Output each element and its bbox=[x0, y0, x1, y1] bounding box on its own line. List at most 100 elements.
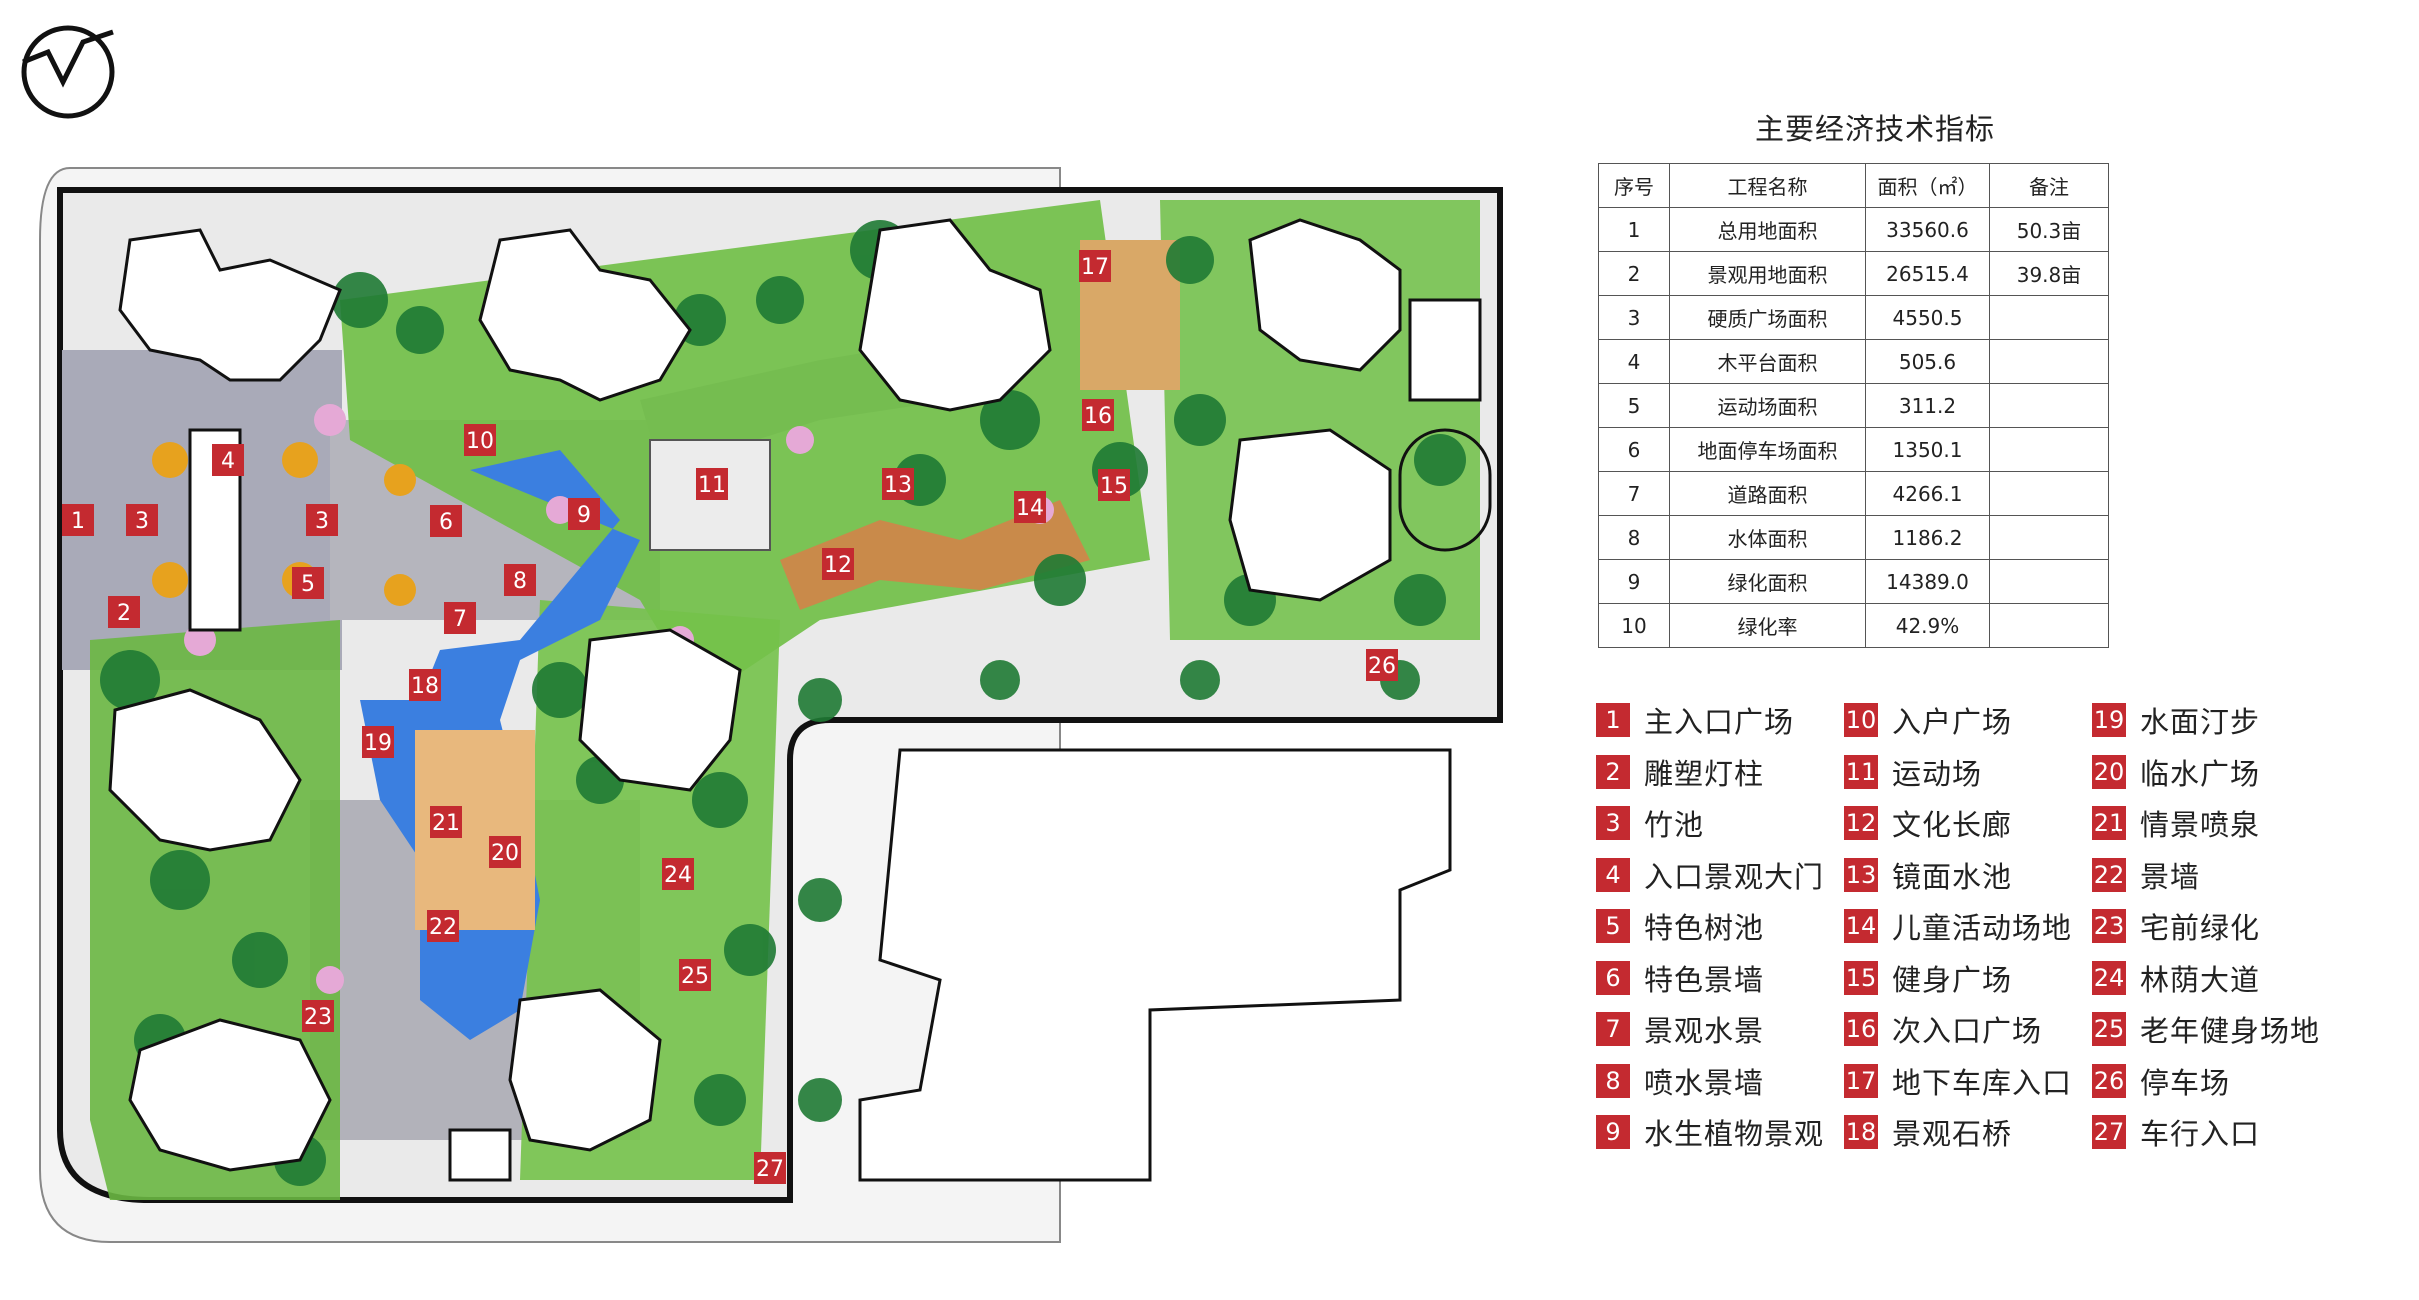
legend-number: 4 bbox=[1596, 858, 1630, 892]
plan-marker-box bbox=[696, 468, 728, 500]
plan-marker: 17 bbox=[1079, 250, 1111, 282]
building bbox=[448, 1128, 512, 1182]
table-cell: 1186.2 bbox=[1865, 515, 1990, 560]
plan-marker-number: 25 bbox=[681, 964, 709, 989]
table-header-row: 序号 工程名称 面积（㎡） 备注 bbox=[1598, 163, 2109, 208]
legend-label: 雕塑灯柱 bbox=[1644, 757, 1765, 791]
table-cell: 绿化面积 bbox=[1669, 559, 1866, 604]
buildings bbox=[108, 218, 1492, 1182]
legend-number: 23 bbox=[2092, 909, 2126, 943]
table-cell: 10 bbox=[1598, 603, 1670, 648]
plan-marker-number: 18 bbox=[411, 674, 439, 699]
plan-marker-number: 15 bbox=[1100, 474, 1128, 499]
plan-marker: 6 bbox=[430, 505, 462, 537]
plan-marker-box bbox=[292, 567, 324, 599]
plan-marker-number: 27 bbox=[756, 1157, 784, 1182]
plan-marker-number: 26 bbox=[1368, 654, 1396, 679]
legend-number: 7 bbox=[1596, 1012, 1630, 1046]
table-cell: 景观用地面积 bbox=[1669, 251, 1866, 296]
plan-marker-box bbox=[464, 424, 496, 456]
legend-label: 入口景观大门 bbox=[1644, 860, 1825, 894]
table-cell: 8 bbox=[1598, 515, 1670, 560]
legend-label: 宅前绿化 bbox=[2140, 911, 2261, 945]
building bbox=[578, 628, 742, 792]
legend-number: 27 bbox=[2092, 1115, 2126, 1149]
plan-marker-box bbox=[212, 444, 244, 476]
plan-marker: 19 bbox=[362, 726, 394, 758]
yellow-trees bbox=[152, 442, 416, 606]
plan-marker-box bbox=[427, 910, 459, 942]
table-cell: 水体面积 bbox=[1669, 515, 1866, 560]
table-cell: 运动场面积 bbox=[1669, 383, 1866, 428]
legend-number: 12 bbox=[1844, 806, 1878, 840]
legend-number: 20 bbox=[2092, 755, 2126, 789]
plan-marker-box bbox=[1098, 469, 1130, 501]
legend-label: 林荫大道 bbox=[2140, 963, 2261, 997]
legend-item: 2 雕塑灯柱 bbox=[1596, 752, 1764, 792]
plan-marker-number: 23 bbox=[304, 1005, 332, 1030]
legend-number: 6 bbox=[1596, 961, 1630, 995]
legend-number: 14 bbox=[1844, 909, 1878, 943]
table-cell: 6 bbox=[1598, 427, 1670, 472]
building bbox=[858, 218, 1052, 412]
table-cell: 39.8亩 bbox=[1989, 251, 2109, 296]
plan-marker-number: 10 bbox=[466, 429, 494, 454]
legend-label: 运动场 bbox=[1892, 757, 1983, 791]
legend-label: 临水广场 bbox=[2140, 757, 2261, 791]
culture-corridor bbox=[780, 500, 1090, 610]
plan-marker-number: 22 bbox=[429, 915, 457, 940]
table-cell: 3 bbox=[1598, 295, 1670, 340]
legend-label: 文化长廊 bbox=[1892, 808, 2013, 842]
table-cell: 4266.1 bbox=[1865, 471, 1990, 516]
table-cell: 5 bbox=[1598, 383, 1670, 428]
plan-marker: 26 bbox=[1366, 649, 1398, 681]
plan-marker-number: 21 bbox=[432, 811, 460, 836]
plan-marker-box bbox=[882, 468, 914, 500]
legend-number: 2 bbox=[1596, 755, 1630, 789]
plan-marker-number: 13 bbox=[884, 473, 912, 498]
plan-marker-box bbox=[302, 1000, 334, 1032]
legend-label: 特色景墙 bbox=[1644, 963, 1765, 997]
table-cell: 硬质广场面积 bbox=[1669, 295, 1866, 340]
legend-label: 儿童活动场地 bbox=[1892, 911, 2073, 945]
table-cell bbox=[1989, 339, 2109, 384]
plan-marker-number: 24 bbox=[664, 863, 692, 888]
table-cell: 道路面积 bbox=[1669, 471, 1866, 516]
plan-marker-number: 12 bbox=[824, 553, 852, 578]
plan-marker: 16 bbox=[1082, 399, 1114, 431]
table-cell: 9 bbox=[1598, 559, 1670, 604]
header-cell: 面积（㎡） bbox=[1865, 163, 1990, 208]
plan-marker-box bbox=[679, 959, 711, 991]
table-cell bbox=[1989, 559, 2109, 604]
legend-number: 11 bbox=[1844, 755, 1878, 789]
plan-marker: 9 bbox=[568, 498, 600, 530]
legend-number: 25 bbox=[2092, 1012, 2126, 1046]
plan-marker: 1 bbox=[62, 504, 94, 536]
plan-marker-box bbox=[822, 548, 854, 580]
header-cell: 工程名称 bbox=[1669, 163, 1866, 208]
plan-marker-number: 19 bbox=[364, 731, 392, 756]
plan-marker: 4 bbox=[212, 444, 244, 476]
plan-marker: 7 bbox=[444, 602, 476, 634]
plan-marker-box bbox=[1079, 250, 1111, 282]
table-cell: 2 bbox=[1598, 251, 1670, 296]
plan-marker-box bbox=[409, 669, 441, 701]
legend-item: 20 临水广场 bbox=[2092, 752, 2260, 792]
legend-label: 停车场 bbox=[2140, 1066, 2231, 1100]
legend-label: 情景喷泉 bbox=[2140, 808, 2261, 842]
legend-number: 18 bbox=[1844, 1115, 1878, 1149]
plan-marker-number: 20 bbox=[491, 841, 519, 866]
